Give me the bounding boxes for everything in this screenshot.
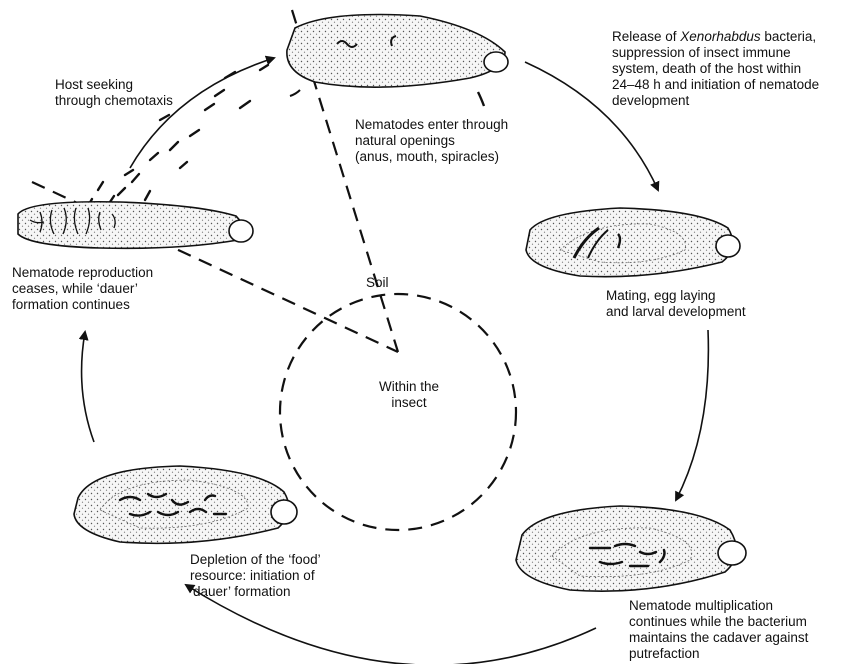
label-soil: Soil xyxy=(366,275,389,291)
label-host-seeking: Host seeking through chemotaxis xyxy=(55,77,173,109)
larva-depletion xyxy=(74,466,297,543)
larva-multiplication xyxy=(516,506,746,591)
larva-entry xyxy=(287,15,508,107)
arrow-mating-to-multiplication xyxy=(676,330,708,500)
label-depletion: Depletion of the ‘food’ resource: initia… xyxy=(190,552,321,600)
label-multiplication: Nematode multiplication continues while … xyxy=(629,598,808,662)
dashed-circle-insect xyxy=(280,294,516,530)
larva-dauer-exit xyxy=(18,202,253,249)
arrow-host-seeking xyxy=(130,58,274,168)
label-release-bacteria: Release of Xenorhabdus bacteria, suppres… xyxy=(612,29,819,109)
arrow-depletion-to-reproduction xyxy=(82,332,94,442)
label-within-insect: Within the insect xyxy=(364,379,454,411)
label-reproduction-ceases: Nematode reproduction ceases, while ‘dau… xyxy=(12,265,153,313)
larva-mating xyxy=(526,208,740,277)
label-nematodes-enter: Nematodes enter through natural openings… xyxy=(355,117,508,165)
label-mating: Mating, egg laying and larval developmen… xyxy=(606,288,746,320)
